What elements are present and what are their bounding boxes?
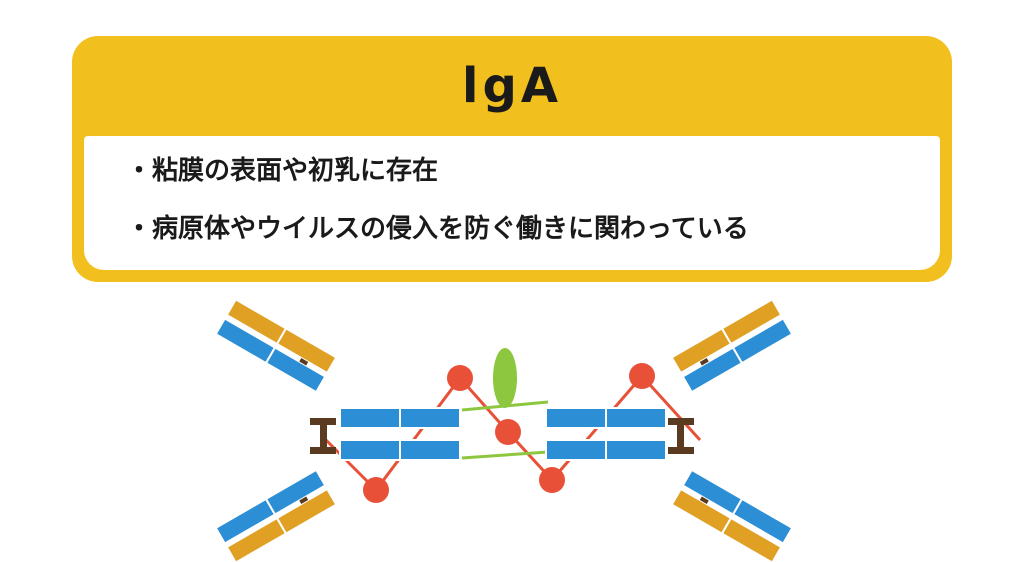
info-card: lgA ・粘膜の表面や初乳に存在 ・病原体やウイルスの侵入を防ぐ働きに関わってい…: [72, 36, 952, 282]
heavy-chain-center-right: [545, 407, 667, 461]
fab-arm-lower-right: [670, 468, 794, 562]
heavy-chain-center-left: [339, 407, 461, 461]
secretory-component: [461, 348, 549, 460]
hinge-left: [310, 418, 336, 454]
hinge-right: [668, 418, 694, 454]
fab-arm-lower-left: [214, 468, 338, 562]
fab-arm-upper-left: [214, 300, 338, 394]
bullet-item: ・粘膜の表面や初乳に存在: [126, 156, 439, 186]
card-title: lgA: [462, 58, 562, 114]
fab-arm-upper-right: [670, 300, 794, 394]
iga-dimer-diagram: [214, 300, 794, 562]
j-chain: [320, 363, 702, 503]
bullet-item: ・病原体やウイルスの侵入を防ぐ働きに関わっている: [126, 214, 749, 244]
card-body: ・粘膜の表面や初乳に存在 ・病原体やウイルスの侵入を防ぐ働きに関わっている: [84, 136, 940, 270]
